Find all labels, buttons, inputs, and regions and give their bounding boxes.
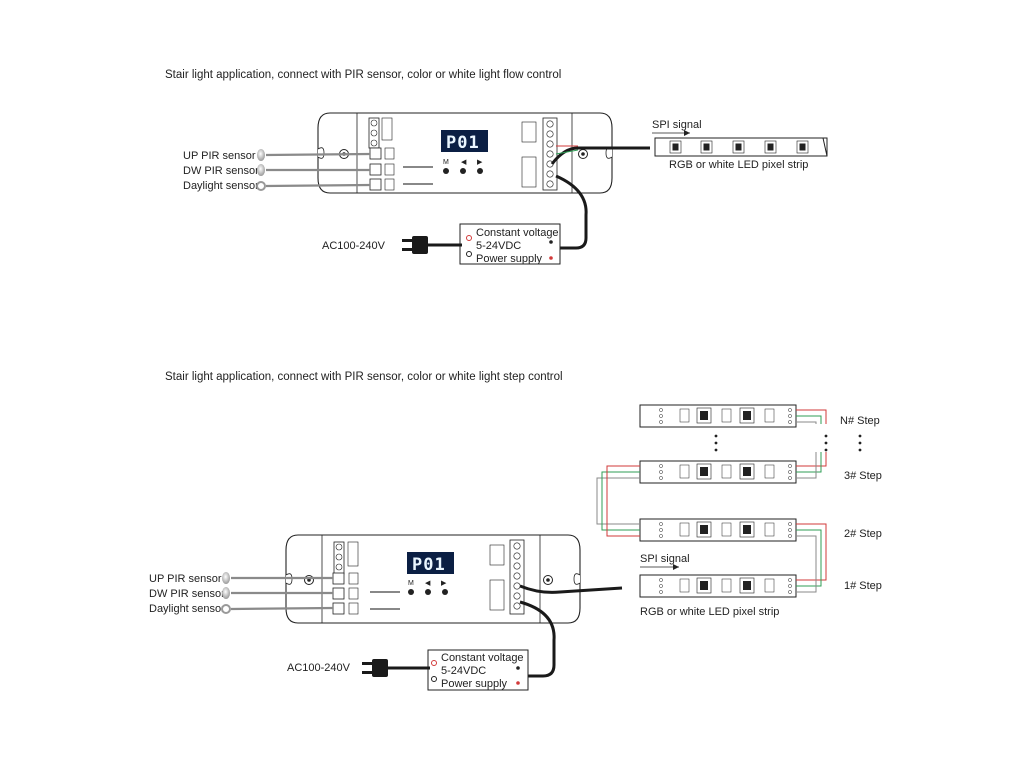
bottom-title: Stair light application, connect with PI… xyxy=(165,371,563,383)
top-power: Constant voltage 5-24VDC Power supply AC… xyxy=(322,174,588,265)
top-ps-line2: 5-24VDC xyxy=(476,240,521,252)
top-spi-label: SPI signal xyxy=(652,119,702,131)
daylight-sensor-icon xyxy=(221,604,231,614)
right-button[interactable] xyxy=(442,589,448,595)
top-controller: P01 M ◀ ▶ xyxy=(317,112,613,194)
arrow-right-icon xyxy=(673,564,679,570)
up-pir-sensor-label: UP PIR sensor xyxy=(149,573,222,585)
step-1-label: 1# Step xyxy=(844,580,882,592)
lcd-text: P01 xyxy=(412,555,446,575)
lcd-display xyxy=(407,552,454,574)
step-3-label: 3# Step xyxy=(844,470,882,482)
pir-sensor-icon xyxy=(257,149,265,161)
bottom-output: SPI signal RGB or white LED pixel strip xyxy=(519,553,779,618)
mode-button-label: M xyxy=(408,580,414,587)
step-n-label: N# Step xyxy=(840,415,880,427)
bottom-ps-line2: 5-24VDC xyxy=(441,665,486,677)
led-strip-n xyxy=(639,404,797,428)
top-strip-label: RGB or white LED pixel strip xyxy=(669,159,808,171)
top-sensors: UP PIR sensor DW PIR sensor Daylight sen… xyxy=(183,149,371,192)
daylight-sensor-label: Daylight sensor xyxy=(183,180,259,192)
top-ac-label: AC100-240V xyxy=(322,240,386,252)
led-strip-1 xyxy=(639,574,797,598)
arrow-right-icon xyxy=(684,130,690,136)
output-terminal-block xyxy=(542,117,558,191)
mode-button[interactable] xyxy=(443,168,449,174)
led-strip-3 xyxy=(639,460,797,484)
continuation-dots xyxy=(714,434,862,452)
bottom-sensors: UP PIR sensor DW PIR sensor Daylight sen… xyxy=(149,572,334,615)
lcd-text: P01 xyxy=(446,133,480,153)
mode-button[interactable] xyxy=(408,589,414,595)
daylight-port xyxy=(332,602,345,615)
top-power-supply xyxy=(459,223,561,265)
up-pir-port xyxy=(332,572,345,585)
led-strip-2 xyxy=(639,518,797,542)
bottom-power-supply xyxy=(427,649,529,691)
dw-pir-sensor-label: DW PIR sensor xyxy=(149,588,225,600)
top-output: SPI signal RGB or white LED pixel strip xyxy=(550,119,828,171)
dw-pir-sensor-label: DW PIR sensor xyxy=(183,165,259,177)
bottom-ac-label: AC100-240V xyxy=(287,662,351,674)
pir-sensor-icon xyxy=(257,164,265,176)
right-button[interactable] xyxy=(477,168,483,174)
right-button-label: ▶ xyxy=(477,159,483,166)
bottom-controller: P01 M ◀ ▶ xyxy=(285,534,581,624)
top-ps-line1: Constant voltage xyxy=(476,227,559,239)
ac-plug-icon xyxy=(362,659,388,677)
output-terminal-block xyxy=(509,539,525,615)
top-diagram: Stair light application, connect with PI… xyxy=(165,69,828,265)
daylight-sensor-icon xyxy=(256,181,266,191)
daylight-sensor-label: Daylight sensor xyxy=(149,603,225,615)
up-pir-port xyxy=(369,147,382,160)
pir-sensor-icon xyxy=(222,572,230,584)
bottom-strip-label: RGB or white LED pixel strip xyxy=(640,606,779,618)
step-wires xyxy=(596,409,827,593)
right-button-label: ▶ xyxy=(441,580,447,587)
daylight-port xyxy=(369,178,382,191)
left-button[interactable] xyxy=(425,589,431,595)
step-strips: N# Step 3# Step 2# Step 1# Step xyxy=(596,404,882,598)
bottom-spi-label: SPI signal xyxy=(640,553,690,565)
up-pir-sensor-label: UP PIR sensor xyxy=(183,150,256,162)
bottom-ps-line3: Power supply xyxy=(441,678,508,690)
top-ps-line3: Power supply xyxy=(476,253,543,265)
left-button[interactable] xyxy=(460,168,466,174)
dw-pir-port xyxy=(369,163,382,176)
left-button-label: ◀ xyxy=(461,159,467,166)
left-button-label: ◀ xyxy=(425,580,431,587)
bottom-diagram: Stair light application, connect with PI… xyxy=(149,371,882,691)
lcd-display xyxy=(441,130,488,152)
step-2-label: 2# Step xyxy=(844,528,882,540)
bottom-power: Constant voltage 5-24VDC Power supply AC… xyxy=(287,600,556,691)
top-title: Stair light application, connect with PI… xyxy=(165,69,561,81)
bottom-ps-line1: Constant voltage xyxy=(441,652,524,664)
pir-sensor-icon xyxy=(222,587,230,599)
mode-button-label: M xyxy=(443,159,449,166)
ac-plug-icon xyxy=(402,236,428,254)
dw-pir-port xyxy=(332,587,345,600)
